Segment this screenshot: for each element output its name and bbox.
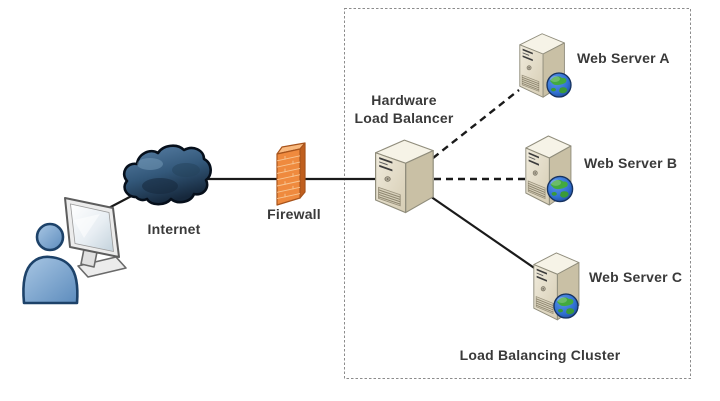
cluster-label: Load Balancing Cluster (459, 347, 621, 363)
internet-label: Internet (147, 221, 201, 237)
globe-icon (553, 293, 579, 319)
edge-loadbalancer-webserver-a (432, 89, 520, 159)
load-balancer-label-line2: Load Balancer (354, 110, 454, 126)
load-balancing-cluster-box (344, 8, 691, 379)
firewall-brick-icon (276, 142, 306, 206)
monitor-icon (64, 197, 127, 278)
web-server-c-label: Web Server C (589, 269, 683, 285)
web-server-a-label: Web Server A (577, 50, 670, 66)
load-balancer-label: Hardware Load Balancer (354, 91, 453, 127)
edge-loadbalancer-webserver-c (426, 193, 544, 275)
globe-icon (546, 175, 574, 203)
hardware-load-balancer-icon (375, 139, 434, 214)
globe-icon (546, 72, 572, 98)
cloud-icon (122, 144, 212, 206)
load-balancer-label-line1: Hardware (371, 92, 437, 108)
firewall-label: Firewall (267, 206, 321, 222)
web-server-b-label: Web Server B (584, 155, 678, 171)
web-server-a-icon (519, 33, 572, 98)
web-server-c-icon (533, 252, 580, 321)
person-icon (22, 222, 79, 305)
web-server-b-icon (525, 135, 574, 206)
